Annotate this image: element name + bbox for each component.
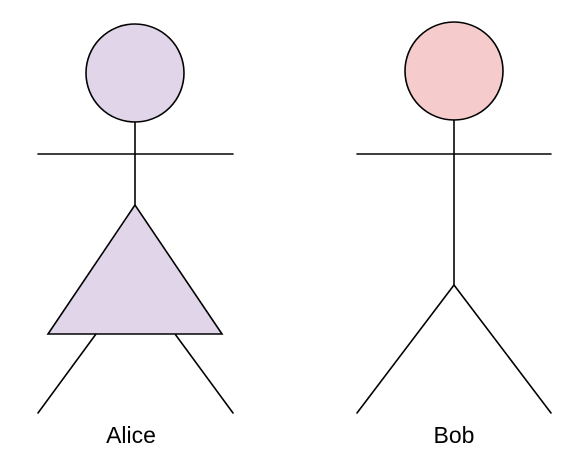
bob-label: Bob	[433, 422, 475, 448]
alice-head	[85, 23, 185, 123]
alice-label: Alice	[106, 422, 156, 448]
alice-dress	[46, 203, 224, 335]
bob-left-leg	[356, 284, 455, 414]
bob-figure	[356, 21, 552, 414]
alice-right-leg	[174, 333, 234, 414]
bob-head	[404, 21, 504, 121]
alice-figure	[37, 23, 234, 414]
alice-left-leg	[37, 333, 97, 414]
bob-right-leg	[453, 284, 552, 414]
